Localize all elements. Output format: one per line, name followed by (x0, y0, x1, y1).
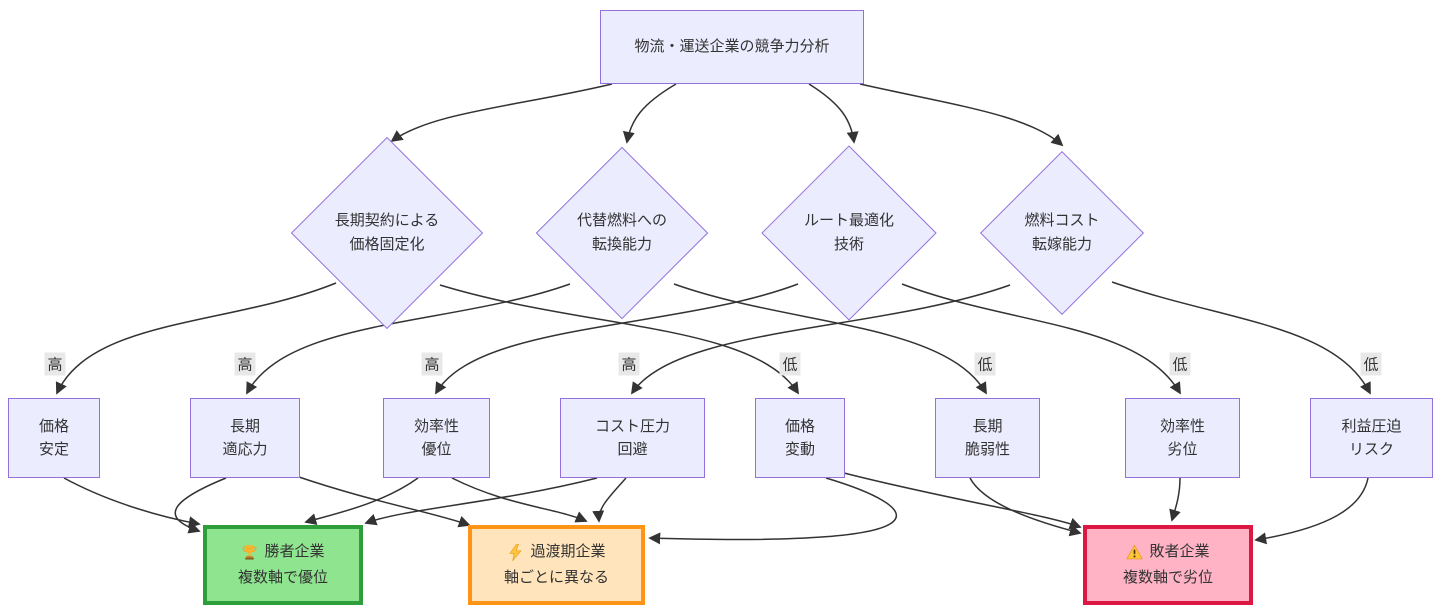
node-outcome-longterm-adaptability: 長期 適応力 (190, 398, 300, 478)
edge-root-criterion-4 (859, 83, 1064, 147)
lightning-icon (507, 543, 524, 561)
result-loser-title: 敗者企業 (1149, 543, 1210, 560)
edge-outcome5-transitional (648, 477, 898, 545)
result-winner-title: 勝者企業 (264, 543, 325, 560)
edge-criterion2-high (246, 283, 571, 395)
edge-label-high-4: 高 (618, 352, 640, 376)
edge-criterion3-low (901, 283, 1181, 395)
edge-label-low-2: 低 (974, 352, 996, 376)
node-outcome-price-volatility: 価格 変動 (755, 398, 845, 478)
node-outcome-longterm-vulnerability: 長期 脆弱性 (935, 398, 1040, 478)
node-result-loser: 敗者企業 複数軸で劣位 (1083, 525, 1253, 605)
node-outcome-price-stability: 価格 安定 (8, 398, 100, 478)
result-winner-subtitle: 複数軸で優位 (237, 569, 328, 586)
node-outcome-profit-squeeze-risk: 利益圧迫 リスク (1310, 398, 1433, 478)
edge-outcome4-transitional (592, 477, 627, 523)
node-outcome-efficiency-disadvantage: 効率性 劣位 (1125, 398, 1240, 478)
node-result-winner: 勝者企業 複数軸で優位 (203, 525, 363, 605)
edge-root-criterion-2 (622, 83, 677, 144)
edge-outcome4-winner (364, 477, 598, 526)
edge-criterion2-low (673, 283, 987, 395)
edge-label-high-2: 高 (234, 352, 256, 376)
edge-outcome5-loser (843, 472, 1082, 530)
edge-label-low-3: 低 (1169, 352, 1191, 376)
trophy-icon (241, 544, 258, 561)
node-outcome-efficiency-advantage: 効率性 優位 (383, 398, 490, 478)
node-root: 物流・運送企業の競争力分析 (600, 10, 864, 84)
edge-outcome2-transitional (295, 475, 471, 528)
result-transitional-title: 過渡期企業 (530, 543, 606, 560)
edge-criterion1-low (439, 284, 799, 395)
node-criterion-fuel-conversion: 代替燃料への 転換能力 (535, 146, 709, 320)
edge-outcome3-transitional (451, 477, 588, 523)
node-outcome-cost-pressure-avoidance: コスト圧力 回避 (560, 398, 705, 478)
edge-criterion4-high (630, 284, 1011, 395)
node-criterion-route-optimization: ルート最適化 技術 (761, 145, 937, 321)
edge-label-high-3: 高 (421, 352, 443, 376)
edge-outcome7-loser (1169, 477, 1181, 522)
edge-outcome2-winner (174, 477, 227, 534)
edge-label-high-1: 高 (44, 352, 66, 376)
edge-outcome1-winner (63, 477, 201, 529)
node-criterion-price-fixing: 長期契約による 価格固定化 (290, 136, 484, 330)
node-result-transitional: 過渡期企業 軸ごとに異なる (468, 525, 645, 605)
edge-outcome8-loser (1254, 477, 1369, 545)
edge-root-criterion-1 (390, 83, 613, 143)
edge-criterion4-low (1111, 281, 1371, 395)
node-root-label: 物流・運送企業の競争力分析 (634, 38, 830, 56)
edge-label-low-4: 低 (1360, 352, 1382, 376)
edge-outcome3-winner (304, 477, 419, 525)
edge-root-criterion-3 (808, 83, 859, 144)
edge-criterion3-high (435, 283, 799, 395)
result-transitional-subtitle: 軸ごとに異なる (503, 569, 609, 586)
edge-label-low-1: 低 (779, 352, 801, 376)
edge-outcome6-loser (969, 477, 1082, 537)
edge-criterion1-high (55, 282, 337, 395)
node-criterion-cost-passthrough: 燃料コスト 転嫁能力 (979, 150, 1145, 316)
result-loser-subtitle: 複数軸で劣位 (1122, 569, 1213, 586)
warning-icon (1126, 544, 1144, 561)
